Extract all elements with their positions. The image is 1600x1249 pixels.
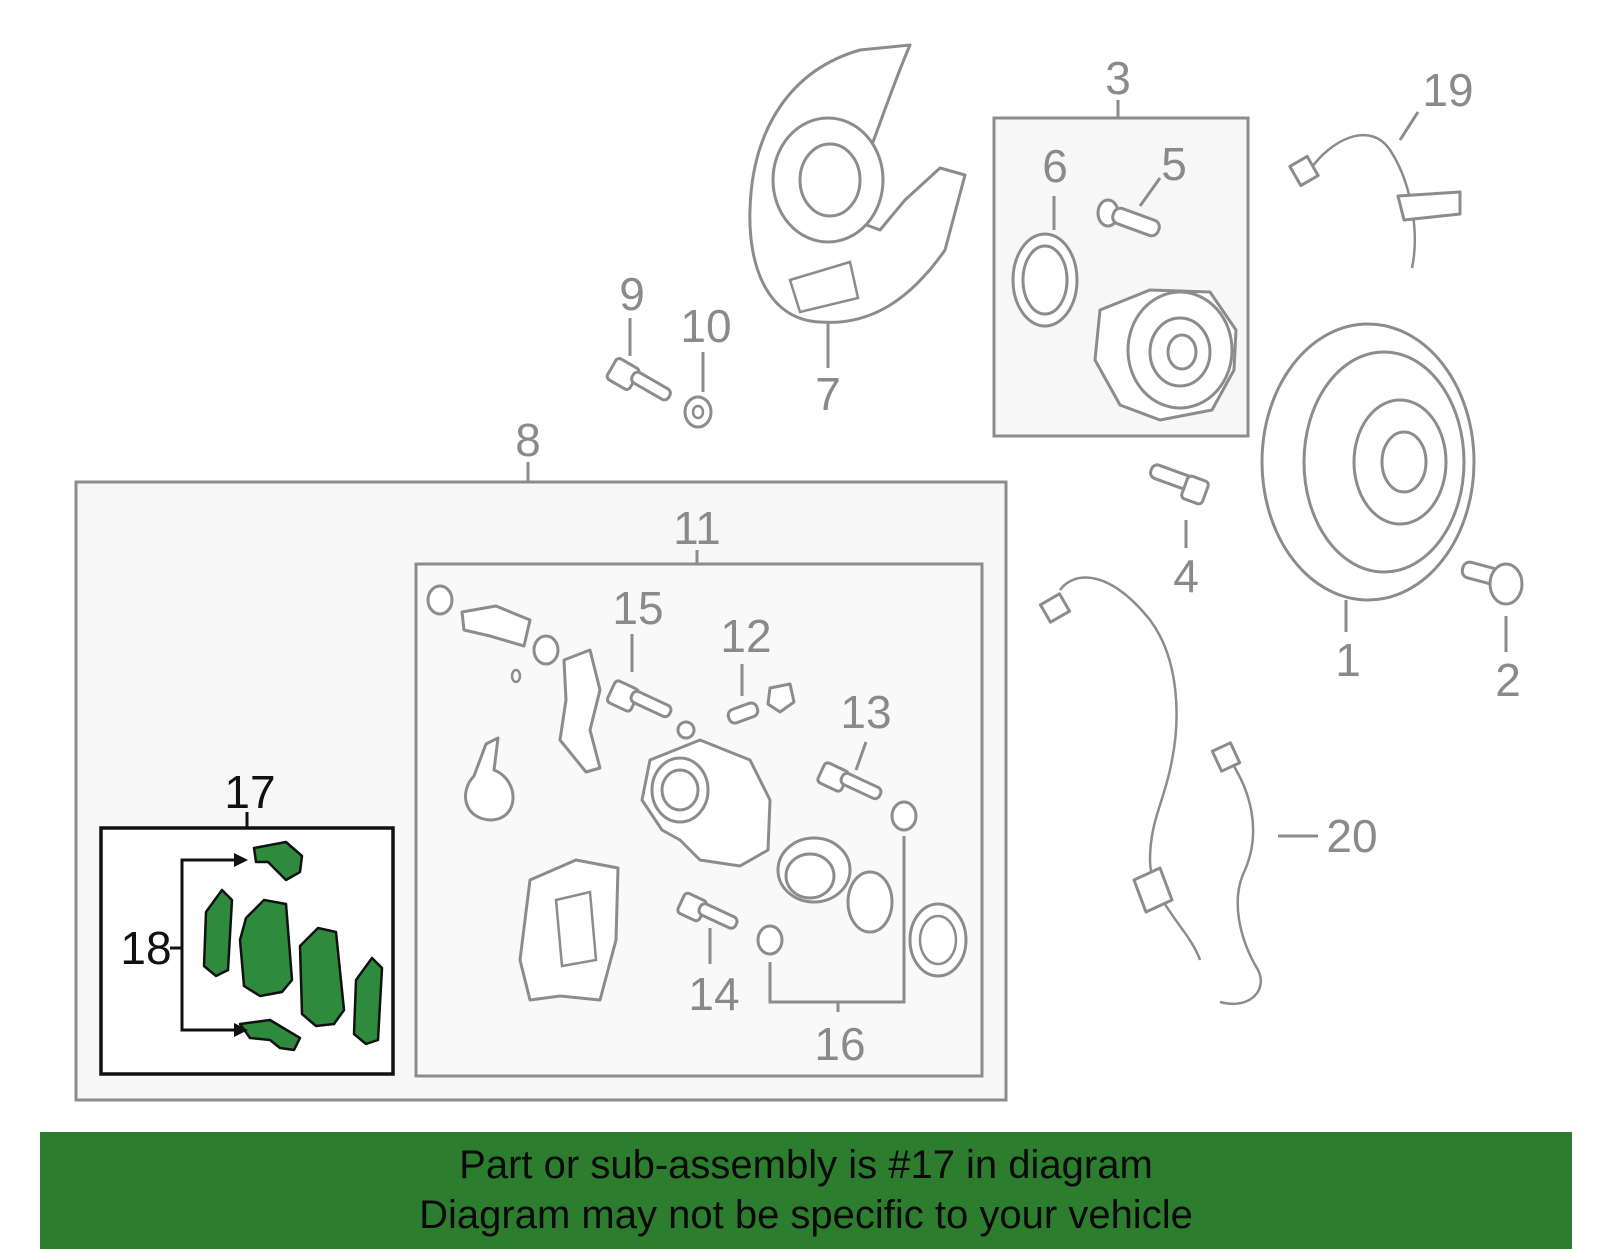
washer-part-10[interactable] bbox=[683, 395, 713, 429]
dust-shield-part-7[interactable] bbox=[748, 43, 967, 324]
pad-retainer-bottom bbox=[238, 1018, 302, 1052]
spring-clip[interactable] bbox=[464, 736, 515, 822]
notice-line-1: Part or sub-assembly is #17 in diagram bbox=[459, 1143, 1153, 1187]
callout-16[interactable]: 16 bbox=[814, 1018, 865, 1070]
piston-seal[interactable] bbox=[846, 870, 894, 934]
abs-sensor-part-20[interactable] bbox=[1038, 576, 1262, 1005]
pad-shim-outer bbox=[202, 888, 234, 978]
callout-12[interactable]: 12 bbox=[720, 610, 771, 662]
callout-5[interactable]: 5 bbox=[1161, 138, 1187, 190]
brake-rotor-part-1[interactable] bbox=[1260, 322, 1476, 602]
bolt-part-14[interactable] bbox=[676, 891, 739, 930]
callout-18[interactable]: 18 bbox=[120, 922, 171, 974]
pad-clip[interactable] bbox=[558, 648, 602, 774]
callout-11[interactable]: 11 bbox=[673, 502, 721, 554]
brake-pad-inner bbox=[298, 926, 346, 1028]
brake-pad-set-part-17[interactable] bbox=[202, 840, 384, 1052]
bolt-part-13[interactable] bbox=[816, 761, 883, 801]
leader-18 bbox=[180, 858, 236, 1032]
callout-20[interactable]: 20 bbox=[1326, 810, 1377, 862]
callout-13[interactable]: 13 bbox=[840, 686, 891, 738]
brake-pad-outer bbox=[238, 898, 294, 998]
callout-4[interactable]: 4 bbox=[1173, 550, 1199, 602]
bolt-part-15[interactable] bbox=[605, 679, 673, 719]
guide-pin-kit[interactable] bbox=[426, 584, 560, 684]
tone-ring-part-6[interactable] bbox=[1011, 232, 1079, 328]
hub-bolt-part-5[interactable] bbox=[1096, 198, 1161, 238]
callout-9[interactable]: 9 bbox=[619, 268, 645, 320]
notice-banner: Part or sub-assembly is #17 in diagram D… bbox=[40, 1132, 1572, 1249]
callout-15[interactable]: 15 bbox=[612, 582, 663, 634]
callout-3[interactable]: 3 bbox=[1105, 52, 1131, 104]
pad-retainer-top bbox=[252, 840, 304, 882]
dust-boot[interactable] bbox=[908, 902, 968, 978]
callout-7[interactable]: 7 bbox=[815, 368, 841, 420]
parts-diagram: 8 11 17 3 7 9 10 6 5 bbox=[74, 43, 1524, 1102]
piston[interactable] bbox=[776, 836, 852, 904]
notice-line-2: Diagram may not be specific to your vehi… bbox=[419, 1193, 1193, 1237]
callout-6[interactable]: 6 bbox=[1042, 140, 1068, 192]
pin-part-12[interactable] bbox=[726, 682, 796, 725]
caliper-body[interactable] bbox=[640, 720, 772, 868]
pad-shim-inner bbox=[352, 956, 384, 1046]
wheel-hub[interactable] bbox=[1093, 288, 1238, 422]
screw-part-2[interactable] bbox=[1460, 560, 1524, 606]
caliper-bracket[interactable] bbox=[518, 858, 620, 1002]
boot-kit-part-16[interactable] bbox=[756, 800, 918, 956]
callout-8[interactable]: 8 bbox=[515, 414, 541, 466]
callout-2[interactable]: 2 bbox=[1495, 654, 1521, 706]
bolt-part-4[interactable] bbox=[1149, 463, 1210, 506]
callout-17[interactable]: 17 bbox=[224, 766, 275, 818]
callout-1[interactable]: 1 bbox=[1335, 634, 1361, 686]
callout-10[interactable]: 10 bbox=[680, 300, 731, 352]
bolt-part-9[interactable] bbox=[605, 357, 672, 402]
sensor-wire-part-19[interactable] bbox=[1288, 133, 1462, 269]
callout-19[interactable]: 19 bbox=[1422, 64, 1473, 116]
callout-14[interactable]: 14 bbox=[688, 968, 739, 1020]
